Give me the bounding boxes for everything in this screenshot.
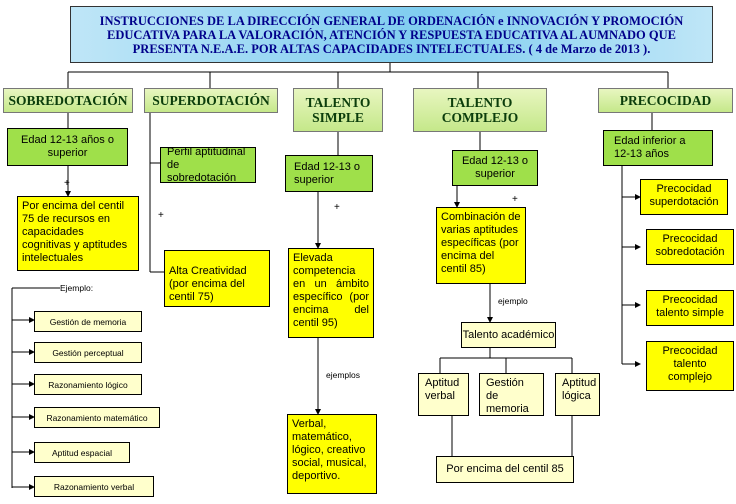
talento-complejo-centil: Por encima del centil 85	[436, 456, 574, 483]
talento-simple-edad: Edad 12-13 o superior	[285, 155, 373, 192]
sobredotacion-plus: +	[64, 178, 70, 189]
superdotacion-creatividad: Alta Creatividad (por encima del centil …	[164, 250, 270, 307]
precocidad-sobredotacion: Precocidad sobredotación	[646, 229, 734, 265]
ejemplo-razonamiento-verbal: Razonamiento verbal	[34, 476, 154, 497]
ejemplo-gestion-perceptual: Gestión perceptual	[34, 342, 142, 363]
category-sobredotacion: SOBREDOTACIÓN	[3, 88, 133, 113]
ejemplo-razonamiento-matematico: Razonamiento matemático	[34, 407, 160, 428]
ejemplo-razonamiento-logico: Razonamiento lógico	[34, 374, 142, 395]
talento-complejo-combinacion: Combinación de varias aptitudes específi…	[436, 207, 526, 284]
precocidad-talento-complejo: Precocidad talento complejo	[646, 341, 734, 391]
precocidad-edad: Edad inferior a 12-13 años	[603, 130, 713, 166]
ejemplo-aptitud-espacial: Aptitud espacial	[34, 442, 130, 463]
category-talento-complejo: TALENTO COMPLEJO	[413, 88, 547, 132]
precocidad-superdotacion: Precocidad superdotación	[640, 179, 728, 215]
talento-complejo-ejemplo-label: ejemplo	[498, 296, 528, 306]
talento-simple-ejemplos-label: ejemplos	[326, 370, 361, 380]
sobredotacion-criterio: Por encima del centil 75 de recursos en …	[17, 196, 139, 271]
category-precocidad: PRECOCIDAD	[598, 88, 733, 113]
category-talento-simple: TALENTO SIMPLE	[293, 88, 383, 132]
talento-complejo-plus: +	[512, 194, 518, 205]
ejemplo-gestion-memoria: Gestión de memoria	[34, 311, 142, 332]
document-title: INSTRUCCIONES DE LA DIRECCIÓN GENERAL DE…	[70, 6, 713, 63]
talento-simple-competencia: Elevada competencia en un ámbito específ…	[288, 248, 374, 338]
sobredotacion-edad: Edad 12-13 años o superior	[7, 128, 128, 166]
category-superdotacion: SUPERDOTACIÓN	[144, 88, 278, 113]
talento-complejo-edad: Edad 12-13 o superior	[452, 150, 538, 186]
superdotacion-plus: +	[158, 210, 164, 221]
aptitud-logica: Aptitud lógica	[555, 373, 600, 416]
talento-simple-ejemplos: Verbal, matemático, lógico, creativo soc…	[287, 414, 377, 494]
superdotacion-perfil: Perfil aptitudinal de sobredotación	[160, 146, 256, 184]
aptitud-verbal: Aptitud verbal	[418, 373, 469, 416]
talento-simple-plus: +	[334, 202, 340, 213]
precocidad-talento-simple: Precocidad talento simple	[646, 290, 734, 326]
gestion-memoria: Gestión de memoria	[479, 373, 544, 416]
sobredotacion-ejemplo-label: Ejemplo:	[60, 283, 94, 293]
talento-academico: Talento académico	[461, 322, 556, 348]
